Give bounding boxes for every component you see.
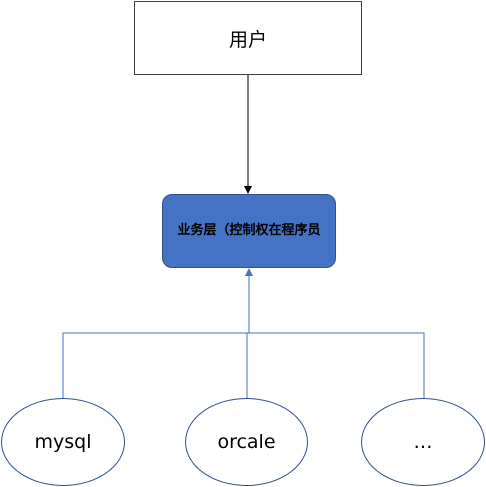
more-databases-ellipse: … <box>361 398 485 486</box>
orcale-ellipse: orcale <box>185 398 308 486</box>
service-layer-box: 业务层（控制权在程序员 <box>162 194 336 268</box>
mysql-ellipse: mysql <box>1 398 125 486</box>
service-layer-label: 业务层（控制权在程序员 <box>177 223 321 238</box>
orcale-label: orcale <box>217 431 276 453</box>
database-bus-line <box>62 332 425 398</box>
more-databases-label: … <box>413 431 433 453</box>
mysql-label: mysql <box>34 431 92 453</box>
user-box: 用户 <box>134 1 362 75</box>
user-box-label: 用户 <box>228 28 267 51</box>
